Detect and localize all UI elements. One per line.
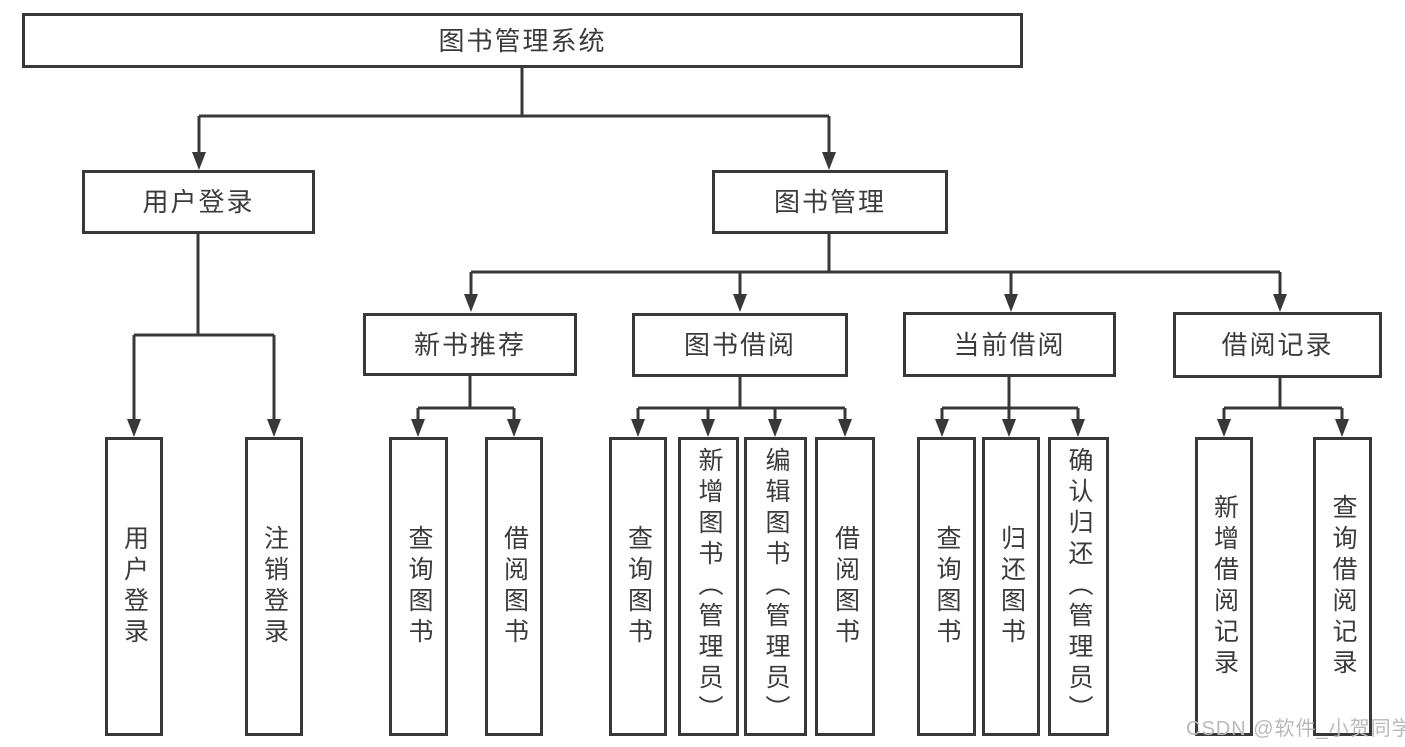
node-label: 图书管理系统 (438, 25, 607, 56)
node-root-system: 图书管理系统 (22, 13, 1023, 68)
node-user-login: 用户登录 (82, 170, 315, 234)
node-leaf-edit-book-admin: 编辑图书（管理员） (744, 437, 807, 736)
arrowheads (127, 152, 1349, 437)
node-label: 归还图书 (997, 524, 1026, 649)
csdn-watermark: CSDN @软件_小贺同学 (1186, 718, 1405, 740)
node-leaf-borrow-books-recommend: 借阅图书 (485, 437, 543, 736)
node-leaf-user-login: 用户登录 (105, 437, 163, 736)
node-label: 当前借阅 (953, 329, 1066, 360)
node-label: 确认归还（管理员） (1065, 447, 1093, 726)
node-leaf-confirm-return-admin: 确认归还（管理员） (1048, 437, 1109, 736)
node-label: 借阅图书 (831, 524, 860, 649)
node-label: 借阅图书 (500, 524, 529, 649)
node-book-borrowing: 图书借阅 (632, 313, 848, 377)
node-label: 查询借阅记录 (1329, 493, 1357, 680)
node-label: 用户登录 (120, 524, 149, 649)
node-leaf-add-book-admin: 新增图书（管理员） (678, 437, 739, 736)
node-leaf-query-books-borrowing: 查询图书 (609, 437, 667, 736)
node-leaf-query-books-recommend: 查询图书 (389, 437, 448, 736)
node-label: 新增借阅记录 (1210, 493, 1239, 680)
node-leaf-logout: 注销登录 (245, 437, 303, 736)
node-label: 新书推荐 (413, 329, 526, 360)
node-leaf-borrow-books: 借阅图书 (815, 437, 875, 736)
node-leaf-return-books: 归还图书 (982, 437, 1040, 736)
node-label: 借阅记录 (1221, 330, 1334, 360)
node-leaf-query-borrow-record: 查询借阅记录 (1313, 437, 1372, 736)
node-label: 图书借阅 (683, 330, 796, 360)
node-borrowing-records: 借阅记录 (1173, 312, 1382, 378)
node-new-book-recommend: 新书推荐 (363, 313, 577, 376)
node-label: 查询图书 (405, 524, 433, 649)
node-label: 编辑图书（管理员） (762, 447, 790, 726)
node-label: 新增图书（管理员） (695, 447, 723, 726)
node-label: 用户登录 (142, 187, 255, 217)
node-label: 查询图书 (933, 524, 961, 649)
node-leaf-query-books-current: 查询图书 (917, 437, 976, 736)
node-label: 图书管理 (773, 187, 886, 217)
node-book-management: 图书管理 (712, 170, 948, 234)
node-current-borrowing: 当前借阅 (903, 312, 1116, 377)
node-label: 注销登录 (260, 524, 289, 649)
node-label: 查询图书 (624, 524, 653, 649)
node-leaf-add-borrow-record: 新增借阅记录 (1195, 437, 1253, 736)
